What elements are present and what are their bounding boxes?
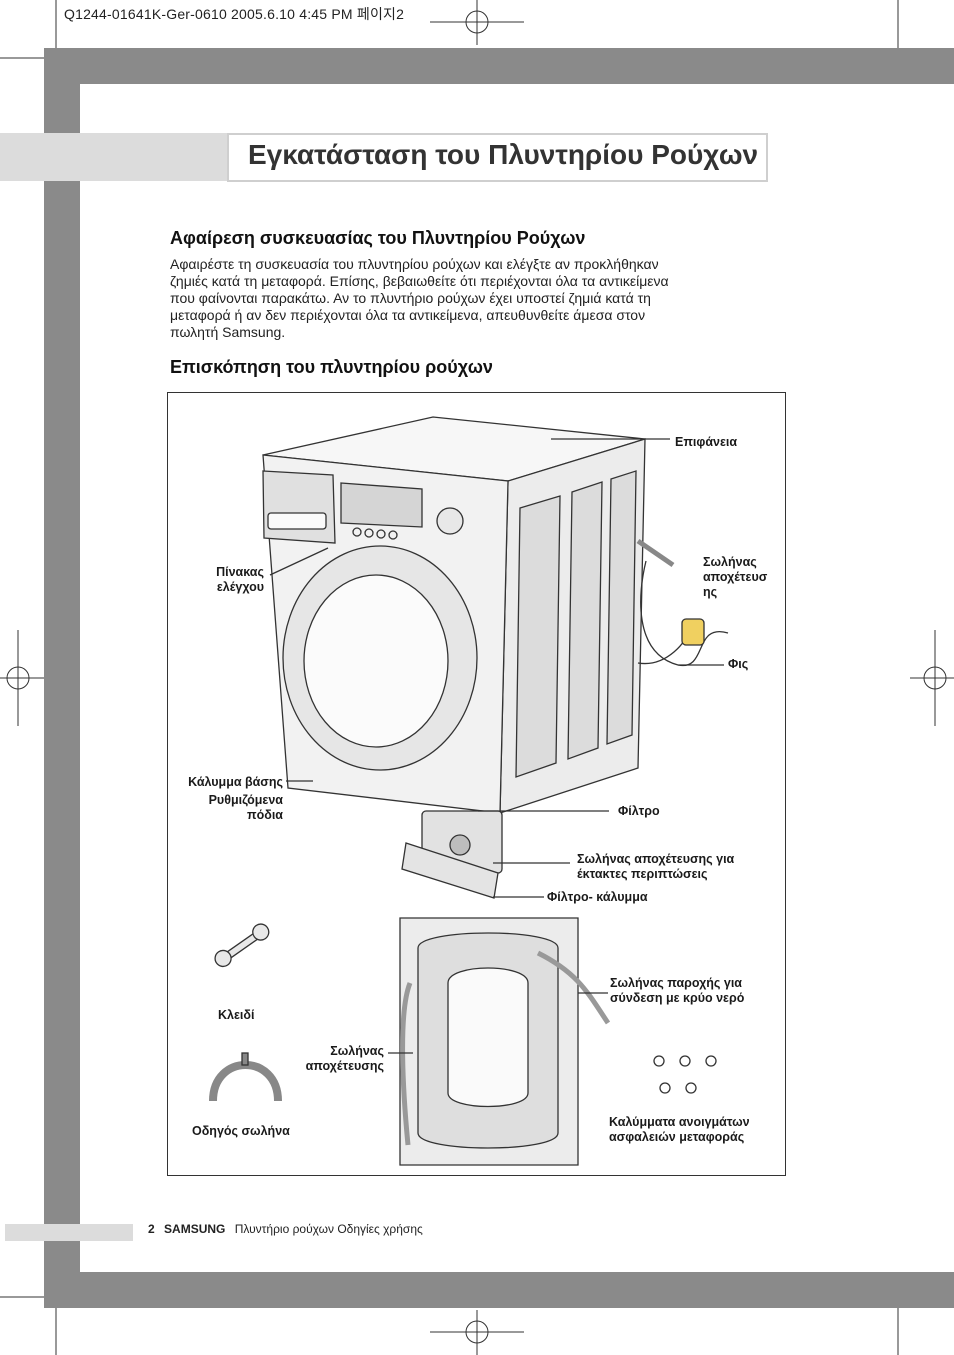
paragraph-line: Αφαιρέστε τη συσκευασία του πλυντηρίου ρ… bbox=[170, 256, 659, 272]
label-plug: Φις bbox=[728, 657, 749, 671]
label-line: Σωλήνας παροχής για bbox=[610, 976, 742, 990]
label-line: ελέγχου bbox=[216, 580, 264, 594]
paragraph-line: ζημιές κατά τη μεταφορά. Επίσης, βεβαιωθ… bbox=[170, 273, 669, 289]
label-emergency-drain: Σωλήνας αποχέτευσης για έκτακτες περιπτώ… bbox=[577, 852, 734, 882]
label-cold-water-hose: Σωλήνας παροχής για σύνδεση με κρύο νερό bbox=[610, 976, 744, 1006]
frame-left-bar bbox=[44, 48, 80, 1308]
label-bolt-caps: Καλύμματα ανοιγμάτων ασφαλειών μεταφοράς bbox=[609, 1115, 750, 1145]
label-filter: Φίλτρο bbox=[618, 804, 660, 818]
washer-overview-figure: Επιφάνεια Πίνακας ελέγχου Σωλήνας αποχέτ… bbox=[167, 392, 786, 1176]
label-line: ης bbox=[703, 585, 718, 599]
label-top-cover: Επιφάνεια bbox=[675, 435, 738, 449]
label-base-cover: Κάλυμμα βάσης bbox=[188, 775, 283, 789]
label-line: σύνδεση με κρύο νερό bbox=[610, 991, 745, 1005]
page-title: Εγκατάσταση του Πλυντηρίου Ρούχων bbox=[248, 139, 759, 170]
title-box bbox=[227, 133, 768, 182]
label-hose-guide: Οδηγός σωλήνα bbox=[192, 1124, 290, 1138]
label-line: Σωλήνας bbox=[703, 555, 757, 569]
label-filter-cover: Φίλτρο- κάλυμμα bbox=[547, 890, 648, 904]
label-line: πόδια bbox=[247, 808, 283, 822]
label-adjustable-feet: Ρυθμιζόμενα πόδια bbox=[168, 793, 283, 823]
label-wrench: Κλειδί bbox=[218, 1008, 255, 1022]
brand-name: SAMSUNG bbox=[164, 1222, 226, 1236]
paragraph-line: που φαίνονται παρακάτω. Αν το πλυντήριο … bbox=[170, 290, 651, 306]
label-line: Σωλήνας αποχέτευσης για bbox=[577, 852, 735, 866]
paragraph-line: μεταφορά ή αν δεν περιέχονται όλα τα αντ… bbox=[170, 307, 646, 323]
label-line: αποχέτευσης bbox=[305, 1059, 384, 1073]
label-line: Καλύμματα ανοιγμάτων bbox=[609, 1115, 750, 1129]
page-number: 2 bbox=[148, 1222, 155, 1236]
label-control-panel: Πίνακας ελέγχου bbox=[206, 565, 264, 595]
label-drain-hose-back: Σωλήνας αποχέτευσης bbox=[268, 1044, 384, 1074]
label-line: έκτακτες περιπτώσεις bbox=[577, 867, 708, 881]
label-line: ασφαλειών μεταφοράς bbox=[609, 1130, 745, 1144]
unpacking-paragraph: Αφαιρέστε τη συσκευασία του πλυντηρίου ρ… bbox=[170, 256, 770, 341]
section-heading-overview: Επισκόπηση του πλυντηρίου ρούχων bbox=[170, 357, 493, 377]
label-line: Πίνακας bbox=[216, 565, 264, 579]
print-header: Q1244-01641K-Ger-0610 2005.6.10 4:45 PM … bbox=[64, 6, 405, 22]
label-drain-hose: Σωλήνας αποχέτευσ ης bbox=[703, 555, 767, 600]
section-heading-unpacking: Αφαίρεση συσκευασίας του Πλυντηρίου Ρούχ… bbox=[170, 228, 586, 248]
page-footer: 2 SAMSUNG Πλυντήριο ρούχων Οδηγίες χρήση… bbox=[148, 1222, 423, 1236]
label-line: Ρυθμιζόμενα bbox=[208, 793, 283, 807]
footer-text: Πλυντήριο ρούχων Οδηγίες χρήσης bbox=[234, 1222, 423, 1236]
frame-top-bar bbox=[44, 48, 954, 84]
washer-illustration bbox=[209, 416, 729, 1166]
label-line: αποχέτευσ bbox=[703, 570, 768, 584]
footer-tab bbox=[5, 1224, 133, 1241]
paragraph-line: πωλητή Samsung. bbox=[170, 324, 286, 340]
label-line: Σωλήνας bbox=[330, 1044, 384, 1058]
title-tab bbox=[0, 133, 228, 181]
frame-bottom-bar bbox=[44, 1272, 954, 1308]
